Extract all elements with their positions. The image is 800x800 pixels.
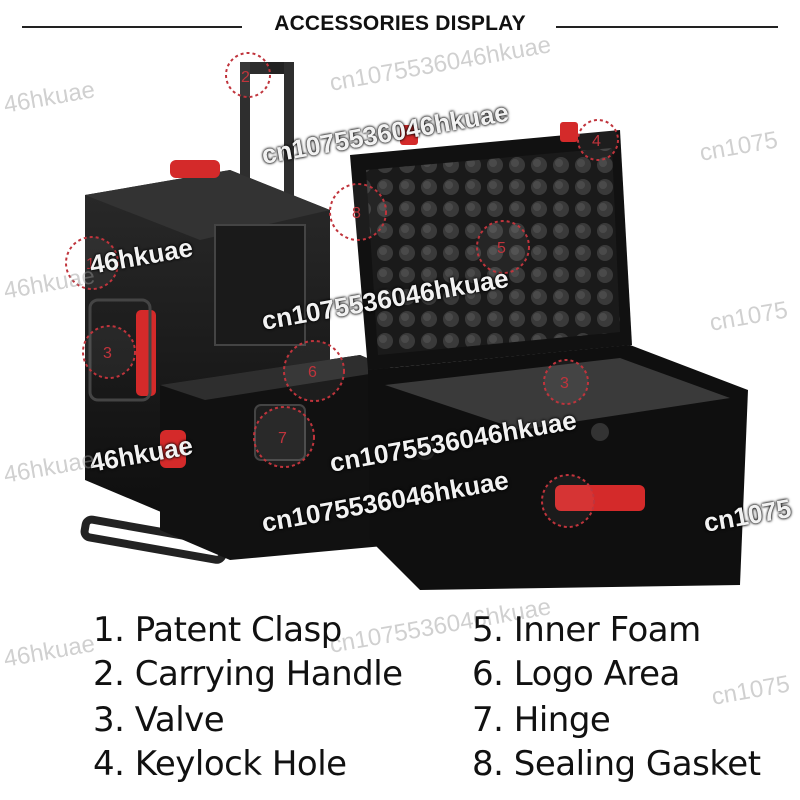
features-legend: 1. Patent Clasp 2. Carrying Handle 3. Va… [0, 600, 800, 800]
legend-item-6: 6. Logo Area [472, 654, 680, 694]
callout-circle-7 [253, 406, 315, 468]
page-title: ACCESSORIES DISPLAY [274, 12, 526, 35]
legend-item-1: 1. Patent Clasp [93, 610, 342, 650]
callout-label-1: 1 [86, 256, 95, 273]
legend-item-4: 4. Keylock Hole [93, 744, 347, 784]
header-rule-left [22, 26, 242, 28]
legend-number: 7. [472, 700, 504, 740]
callout-circle-1 [65, 236, 119, 290]
callout-circle-5 [476, 220, 530, 274]
legend-label: Carrying Handle [134, 654, 403, 694]
callout-circle-3b [543, 359, 589, 405]
callout-label-4: 4 [592, 133, 601, 150]
legend-label: Sealing Gasket [513, 744, 761, 784]
callout-circle-8 [329, 183, 387, 241]
legend-label: Patent Clasp [134, 610, 343, 650]
legend-item-8: 8. Sealing Gasket [472, 744, 761, 784]
callout-label-6: 6 [308, 364, 317, 381]
callout-label-3b: 3 [560, 375, 569, 392]
callout-label-7: 7 [278, 430, 287, 447]
case-open [350, 122, 748, 590]
legend-label: Keylock Hole [134, 744, 347, 784]
callout-label-2: 2 [241, 69, 250, 86]
legend-label: Valve [134, 700, 225, 740]
callout-label-5: 5 [497, 240, 506, 257]
legend-item-7: 7. Hinge [472, 700, 611, 740]
callout-label-3: 3 [103, 345, 112, 362]
callout-circle-6 [283, 340, 345, 402]
callout-circle-4 [577, 119, 619, 161]
legend-number: 3. [93, 700, 125, 740]
legend-item-5: 5. Inner Foam [472, 610, 701, 650]
callout-label-8: 8 [352, 205, 361, 222]
legend-number: 2. [93, 654, 125, 694]
legend-number: 6. [472, 654, 504, 694]
legend-number: 4. [93, 744, 125, 784]
callout-labels: 2 4 8 5 1 3 6 7 3 [86, 69, 601, 447]
legend-label: Logo Area [513, 654, 681, 694]
legend-number: 8. [472, 744, 504, 784]
legend-label: Hinge [513, 700, 611, 740]
header: ACCESSORIES DISPLAY [0, 0, 800, 52]
callout-circle-2 [225, 52, 271, 98]
legend-item-3: 3. Valve [93, 700, 225, 740]
product-photo: 2 4 8 5 1 3 6 7 3 [65, 52, 748, 590]
header-rule-right [556, 26, 778, 28]
legend-number: 1. [93, 610, 125, 650]
callout-markers [65, 52, 619, 528]
legend-number: 5. [472, 610, 504, 650]
callout-circle-3 [82, 325, 136, 379]
legend-label: Inner Foam [513, 610, 701, 650]
callout-circle-handle [541, 474, 595, 528]
case-closed [160, 355, 395, 560]
legend-item-2: 2. Carrying Handle [93, 654, 403, 694]
